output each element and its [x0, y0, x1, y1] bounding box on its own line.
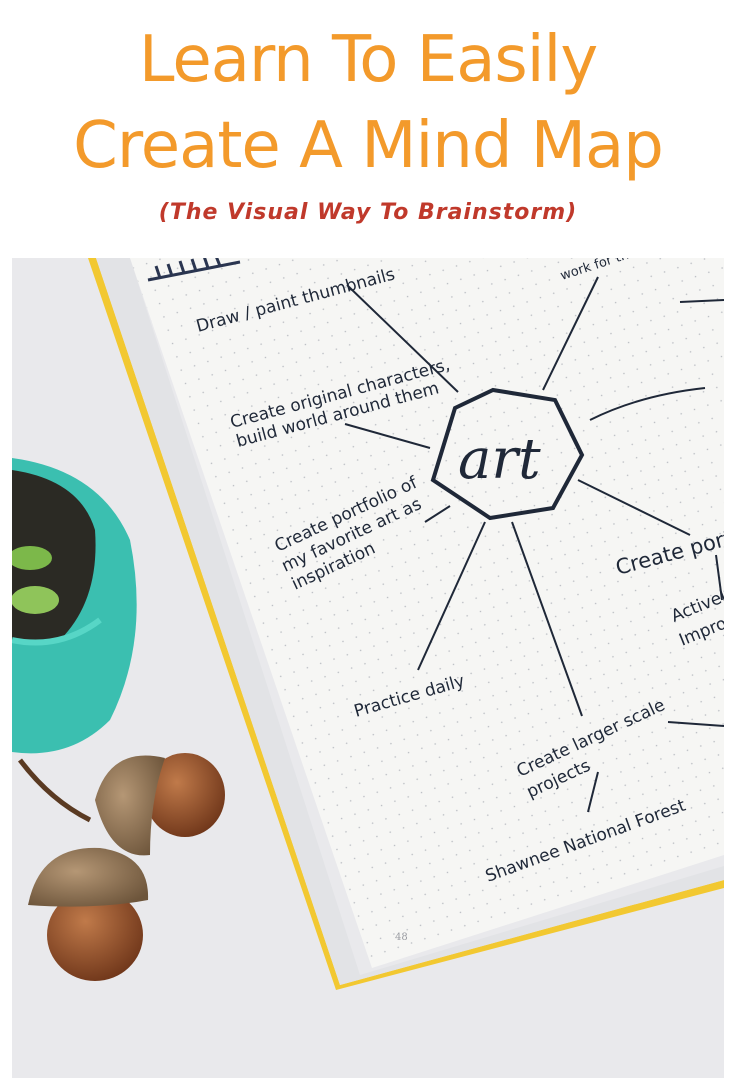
mind-map-lines — [344, 276, 724, 813]
center-hexagon — [430, 387, 585, 521]
photo-notebook-mind-map: art Draw / paint thumbnails Create origi… — [12, 258, 724, 1078]
notebook-page-stack — [96, 258, 724, 985]
title-line-1: Learn To Easily — [138, 23, 598, 97]
notebook-cover-edge — [88, 258, 724, 990]
succulent-pot — [12, 458, 137, 754]
center-node: art — [458, 427, 541, 492]
title-line-2: Create A Mind Map — [73, 109, 664, 183]
page-number: 48 — [395, 932, 408, 943]
laurel-decoration — [147, 258, 241, 282]
acorns — [18, 753, 225, 981]
subtitle: (The Visual Way To Brainstorm) — [158, 200, 578, 225]
